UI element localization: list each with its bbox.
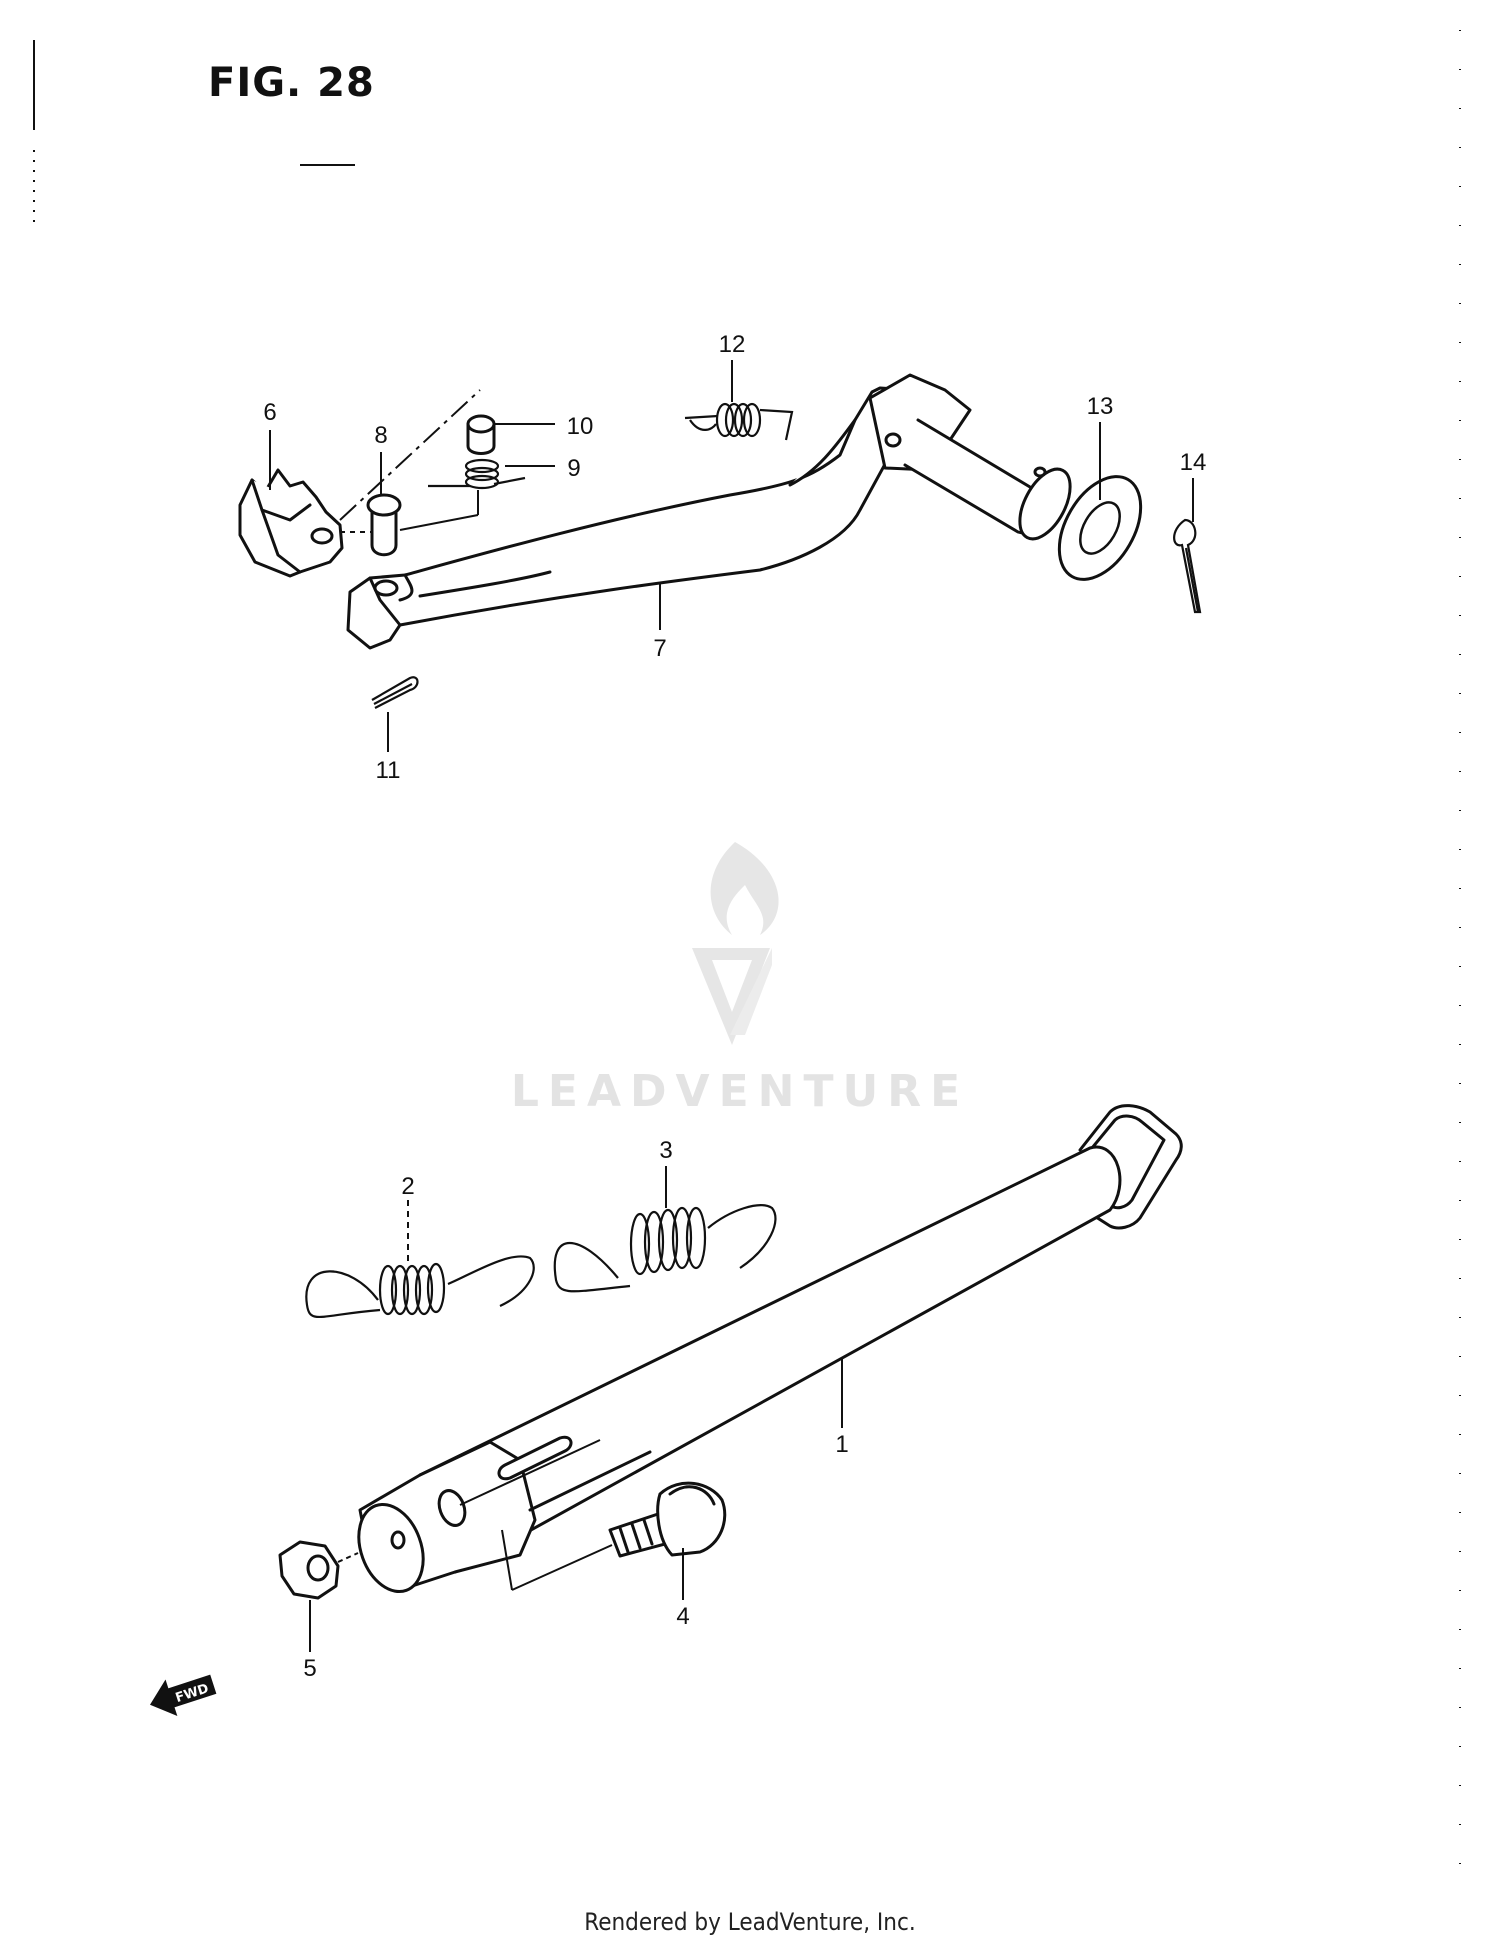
part-7-brake-pedal[interactable]: [346, 373, 1080, 650]
callout-labels: 6 8 10 9 12 7 13 14 11 2 3 1 4 5: [263, 331, 1206, 1682]
part-3-spring[interactable]: [553, 1204, 777, 1293]
part-11-cotter-pin[interactable]: [371, 676, 419, 709]
callout-14: 14: [1180, 449, 1207, 476]
callout-8: 8: [374, 422, 387, 449]
part-1-side-stand[interactable]: [347, 1104, 1183, 1601]
part-8-pin[interactable]: [366, 493, 402, 557]
callout-2: 2: [401, 1173, 414, 1200]
callout-12: 12: [719, 331, 746, 358]
part-14-cotter-pin[interactable]: [1173, 518, 1202, 614]
callout-6: 6: [263, 399, 276, 426]
fwd-arrow-icon: FWD: [149, 1674, 217, 1717]
figure-title: FIG. 28: [208, 60, 375, 106]
callout-3: 3: [659, 1137, 672, 1164]
assembly-lines-upper-left: [339, 389, 481, 533]
callout-5: 5: [303, 1655, 316, 1682]
watermark-logo: LEADVENTURE: [511, 842, 969, 1117]
watermark-text: LEADVENTURE: [511, 1066, 969, 1117]
callout-1: 1: [835, 1431, 848, 1458]
leader-lines: [269, 360, 1194, 1652]
footer-credit: Rendered by LeadVenture, Inc.: [584, 1908, 916, 1936]
part-4-bolt[interactable]: [608, 1481, 727, 1558]
part-13-washer[interactable]: [1043, 463, 1158, 594]
callout-11: 11: [376, 757, 401, 784]
callout-9: 9: [567, 455, 580, 482]
scan-margin-marks: [33, 30, 1461, 1900]
callout-10: 10: [567, 413, 594, 440]
callout-7: 7: [653, 635, 666, 662]
part-9-spring[interactable]: [428, 458, 526, 490]
callout-13: 13: [1087, 393, 1114, 420]
part-5-nut[interactable]: [278, 1540, 340, 1600]
callout-4: 4: [676, 1603, 689, 1630]
assembly-lines-lower: [337, 1439, 613, 1591]
part-10-collar[interactable]: [466, 414, 496, 455]
part-12-spring[interactable]: [684, 402, 794, 441]
part-6-pedal-tip[interactable]: [238, 468, 344, 578]
part-2-spring[interactable]: [305, 1255, 535, 1318]
